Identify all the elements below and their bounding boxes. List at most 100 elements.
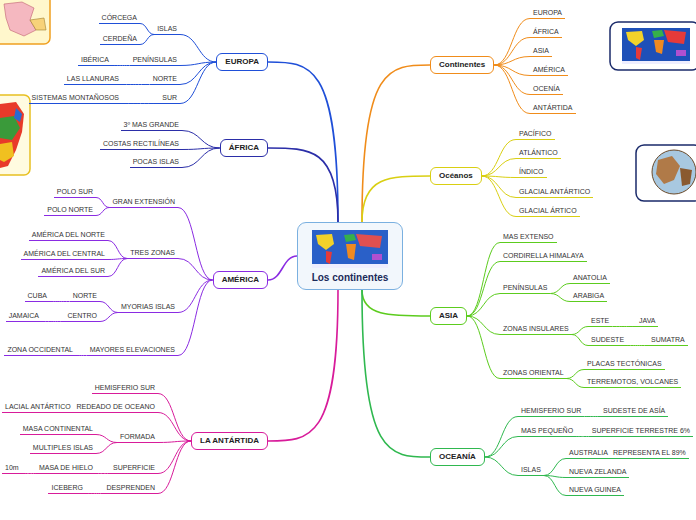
branch-line [362,176,430,222]
subtopic: AUSTRALIA [566,448,611,459]
subtopic: TRES ZONAS [127,248,178,259]
topic-text: ZONAS ORIENTAL [503,369,564,376]
branch-line [567,379,584,388]
branch-line [178,208,213,281]
branch-line [494,57,530,66]
branch-line [268,148,338,222]
branch-line [158,394,191,442]
subtopic: NUEVA GUINEA [566,485,624,496]
subtopic: ZONAS ORIENTAL [500,368,567,379]
subtopic: SUPERFICIE TERRESTRE 6% [589,426,693,437]
branch-topic: Continentes [430,56,494,74]
subtopic: 3º MAS GRANDE [121,120,182,131]
subtopic: AMÉRICA DEL SUR [38,266,108,277]
topic-text: MULTIPLES ISLAS [33,444,93,451]
subtopic: JAMAICA [6,311,42,322]
branch-line [482,159,516,177]
europe-map [0,0,50,44]
subtopic: SUPERFICIE [110,463,158,474]
topic-text: NORTE [73,292,97,299]
subtopic: SISTEMAS MONTAÑOSOS [29,93,122,104]
subtopic: SUDESTE DE ASÍA [600,406,668,417]
subtopic: ISLAS [518,465,544,476]
subtopic: MULTIPLES ISLAS [30,443,96,454]
subtopic: REPRESENTA EL 89% [610,448,689,459]
topic-text: AMÉRICA [222,275,259,284]
subtopic: ZONAS INSULARES [500,324,572,335]
topic-text: TERREMOTOS, VOLCANES [587,378,678,385]
topic-text: ÁFRICA [229,143,259,152]
branch-line [140,35,154,45]
branch-line [178,259,213,281]
topic-text: HEMISFERIO SUR [95,384,155,391]
topic-text: SUDESTE [591,336,624,343]
world-map-picture [312,230,388,268]
subtopic: ARABIGA [570,291,607,302]
topic-text: MASA DE HIELO [39,464,93,471]
branch-line [268,62,338,222]
subtopic: ISLAS [154,24,180,35]
topic-text: ZONAS INSULARES [503,325,569,332]
topic-text: REDEADO DE OCEANO [76,403,155,410]
branch-line [122,103,159,104]
branch-line [96,435,117,443]
branch-line [100,302,118,313]
topic-text: SUPERFICIE [113,464,155,471]
topic-text: GRAN EXTENSIÓN [112,198,175,205]
branch-line [42,321,64,322]
branch-topic: OCEANÍA [430,448,485,466]
topic-text: POLO SUR [57,188,93,195]
topic-text: FORMADA [120,433,155,440]
topic-text: ICEBERG [51,484,83,491]
branch-line [268,290,338,441]
branch-line [544,459,566,476]
branch-topic: AMÉRICA [213,271,268,289]
topic-text: PENÍNSULAS [133,56,177,63]
branch-line [467,316,500,379]
branch-line [612,326,636,327]
branch-topic: LA ANTÁRTIDA [191,432,268,450]
topic-text: CORDIRELLA HIMALAYA [503,252,584,259]
branch-line [22,473,36,474]
subtopic: MYORIAS ISLAS [118,302,178,313]
branch-line [362,290,430,316]
subtopic: AMÉRICA DEL NORTE [29,230,108,241]
topic-text: CERDEÑA [103,35,137,42]
branch-line [482,140,516,177]
branch-line [567,370,584,379]
branch-line [178,280,213,356]
subtopic: NORTE [70,291,100,302]
topic-text: POLO NORTE [47,206,93,213]
subtopic: MASA DE HIELO [36,463,96,474]
topic-text: ANATOLIA [573,274,607,281]
branch-line [362,290,430,457]
subtopic: PENÍNSULAS [130,55,180,66]
branch-line [494,38,530,66]
topic-text: SUPERFICIE TERRESTRE 6% [592,427,690,434]
subtopic: POCAS ISLAS [130,157,182,168]
topic-text: PACÍFICO [519,130,552,137]
subtopic: ÁFRICA [530,27,562,38]
topic-text: LA ANTÁRTIDA [200,436,259,445]
topic-text: GLACIAL ANTÁRTICO [519,188,590,195]
branch-line [158,441,191,494]
topic-text: ÁFRICA [533,28,559,35]
subtopic: PENÍNSULAS [500,283,550,294]
topic-text: POCAS ISLAS [133,158,179,165]
subtopic: EUROPA [530,8,565,19]
topic-text: 3º MAS GRANDE [124,121,179,128]
branch-line [178,280,213,313]
branch-line [86,493,103,494]
branch-line [467,262,500,317]
topic-text: AMÉRICA DEL CENTRAL [24,250,105,257]
branch-line [572,327,588,335]
topic-text: ARABIGA [573,292,604,299]
branch-line [584,416,600,417]
branch-line [122,84,150,85]
topic-text: COSTAS RECTILÍNEAS [103,140,179,147]
subtopic: 10m [2,463,22,474]
subtopic: TERREMOTOS, VOLCANES [584,377,681,388]
subtopic: HEMISFERIO SUR [518,406,584,417]
subtopic: ÍNDICO [516,167,547,178]
